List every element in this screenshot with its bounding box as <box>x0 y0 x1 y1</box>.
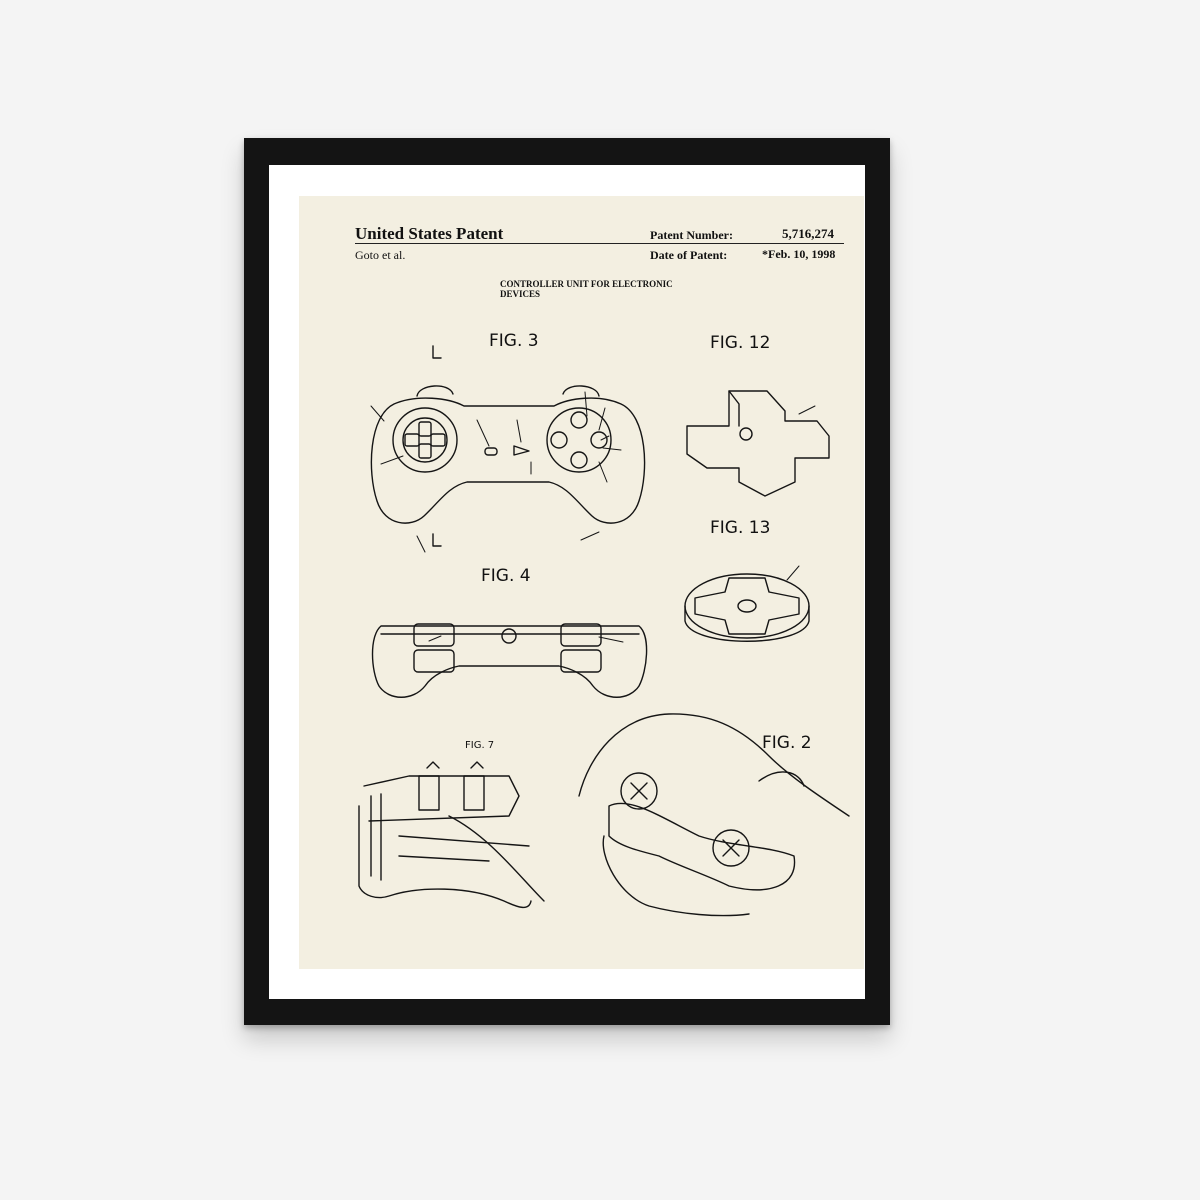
patent-print: United States Patent Goto et al. Patent … <box>299 196 864 969</box>
patent-inventors: Goto et al. <box>355 248 406 262</box>
fig13-dpad-drawing <box>684 573 810 642</box>
patent-date-value: *Feb. 10, 1998 <box>762 247 836 261</box>
reference-leader-lines <box>370 391 816 643</box>
fig4-label: FIG. 4 <box>481 566 531 586</box>
fig7-section-drawing <box>358 761 545 909</box>
patent-number-label: Patent Number: <box>650 228 733 242</box>
patent-title: United States Patent <box>355 224 504 243</box>
fig12-label: FIG. 12 <box>710 333 770 353</box>
fig12-dpad-drawing <box>686 390 830 497</box>
patent-date-label: Date of Patent: <box>650 248 728 262</box>
fig4-controller-drawing <box>371 623 648 698</box>
fig2-controller-in-hand-drawing <box>578 713 850 917</box>
fig3-label: FIG. 3 <box>489 331 539 351</box>
patent-subtitle: CONTROLLER UNIT FOR ELECTRONIC DEVICES <box>500 279 673 299</box>
fig7-label: FIG. 7 <box>465 740 494 751</box>
patent-drawings: FIG. 3 FIG. 12 FIG. 13 FIG. 4 FIG. 2 FIG… <box>358 331 850 917</box>
patent-number-value: 5,716,274 <box>782 226 834 241</box>
fig2-label: FIG. 2 <box>762 733 812 753</box>
fig3-controller-drawing <box>370 345 646 547</box>
header-rule <box>355 243 844 244</box>
fig13-label: FIG. 13 <box>710 518 770 538</box>
